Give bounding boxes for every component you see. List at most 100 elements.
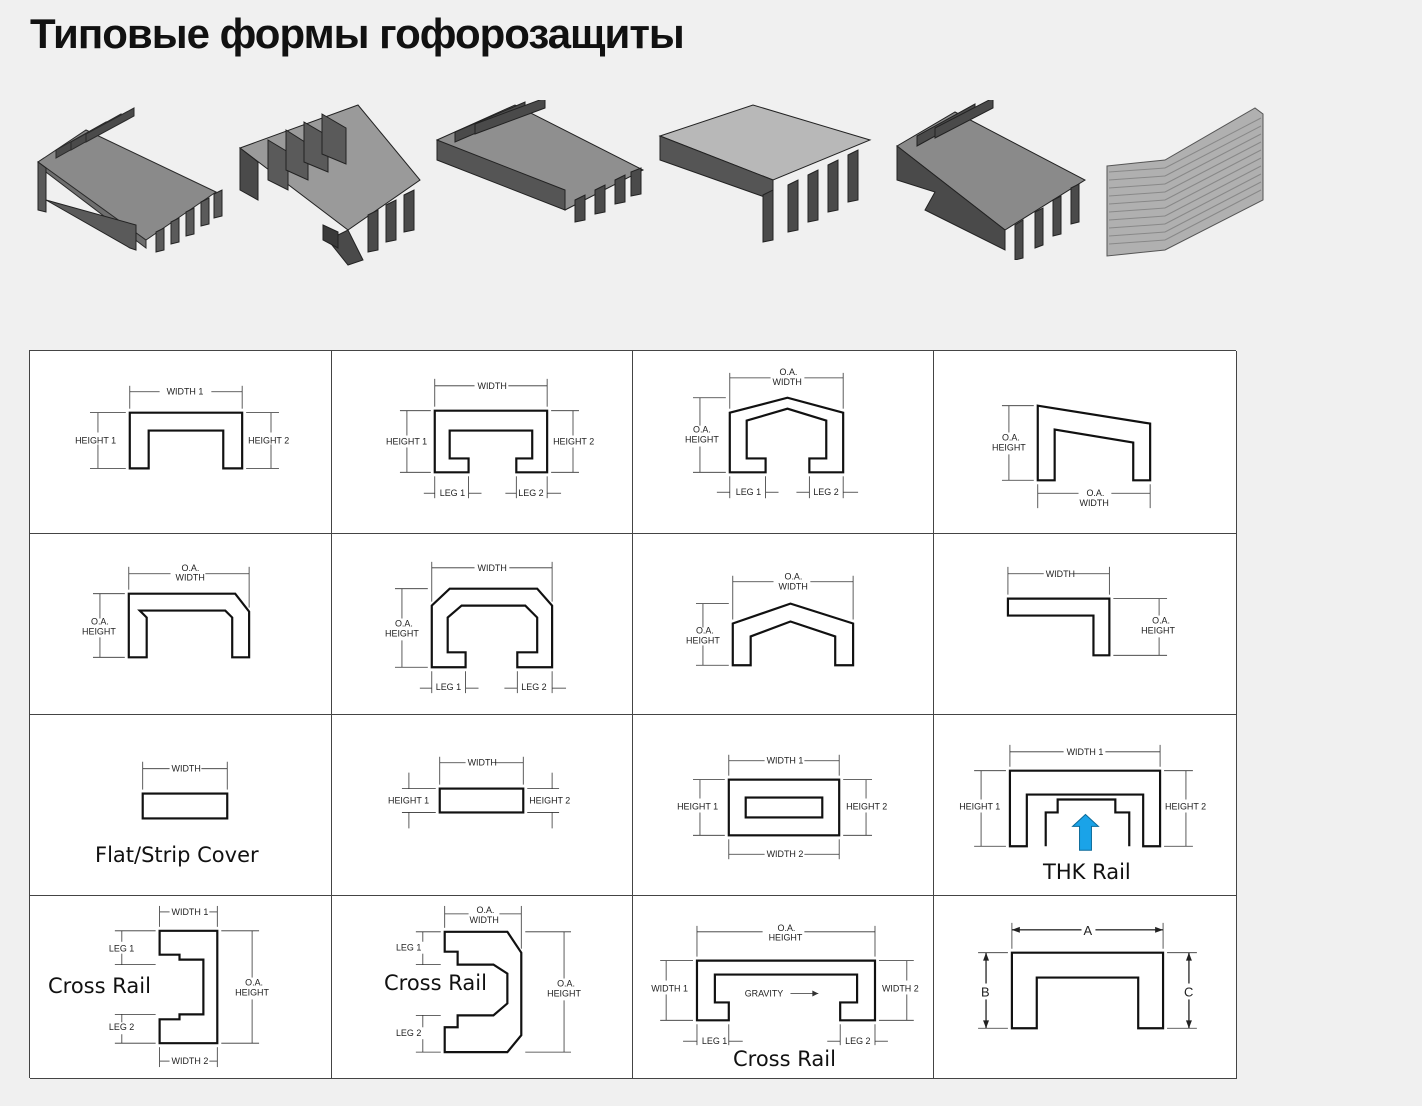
profile-drawing-15: O.A. HEIGHT WIDTH 1 WIDTH 2 GRAVITY LEG … [651, 923, 919, 1046]
profile-cell-15: O.A. HEIGHT WIDTH 1 WIDTH 2 GRAVITY LEG … [633, 896, 934, 1079]
flat-strip-cover-label: Flat/Strip Cover [95, 843, 259, 867]
dim-label: WIDTH [1080, 498, 1109, 508]
dim-label: C [1184, 984, 1193, 999]
profile-cell-9: WIDTH Flat/Strip Cover [30, 715, 332, 896]
profile-drawing-3: O.A. WIDTH O.A. HEIGHT LEG 1 LEG 2 [685, 367, 859, 499]
profile-cell-8: WIDTH O.A. HEIGHT [934, 534, 1237, 715]
profile-cell-6: WIDTH O.A. HEIGHT LEG 1 LEG 2 [332, 534, 633, 715]
dim-label: HEIGHT [1141, 625, 1175, 635]
profile-drawing-14: O.A. WIDTH LEG 1 LEG 2 O.A. HEIGHT [396, 905, 581, 1054]
dim-label: WIDTH 2 [172, 1056, 209, 1066]
cross-rail-label-3: Cross Rail [733, 1047, 836, 1071]
dim-label: A [1084, 923, 1093, 938]
profile-cell-1: WIDTH 1 HEIGHT 1 HEIGHT 2 [30, 351, 332, 534]
dim-label: O.A. [1086, 488, 1104, 498]
dim-label: WIDTH 1 [651, 983, 688, 993]
dim-label: LEG 2 [396, 1028, 421, 1038]
profile-cell-13: WIDTH 1 WIDTH 2 LEG 1 LEG 2 O.A. HEIGHT … [30, 896, 332, 1079]
dim-label: O.A. [1002, 433, 1020, 443]
dim-label: WIDTH [773, 377, 802, 387]
bellows-illustrations [30, 100, 1280, 280]
dim-label: LEG 2 [518, 488, 543, 498]
profile-cell-14: O.A. WIDTH LEG 1 LEG 2 O.A. HEIGHT Cross… [332, 896, 633, 1079]
cross-rail-label-1: Cross Rail [48, 974, 151, 998]
dim-label: HEIGHT [769, 933, 803, 943]
profile-drawing-1: WIDTH 1 HEIGHT 1 HEIGHT 2 [75, 385, 289, 470]
dim-label: WIDTH [470, 915, 499, 925]
dim-label: WIDTH [478, 381, 507, 391]
dim-label: HEIGHT [992, 442, 1026, 452]
dim-label: HEIGHT 2 [248, 435, 289, 445]
profile-drawing-5: O.A. WIDTH O.A. HEIGHT [82, 563, 251, 659]
dim-label: HEIGHT 1 [677, 801, 718, 811]
dim-label: O.A. [557, 979, 575, 989]
dim-label: LEG 2 [521, 682, 546, 692]
dim-label: HEIGHT 2 [1165, 801, 1206, 811]
dim-label: LEG 1 [396, 943, 421, 953]
dim-label: WIDTH 1 [172, 907, 209, 917]
dim-label: WIDTH 1 [767, 756, 804, 766]
profile-cell-12: WIDTH 1 HEIGHT 1 HEIGHT 2 THK Rail [934, 715, 1237, 896]
bellows-image-4 [658, 104, 872, 243]
dim-label: WIDTH 1 [1067, 747, 1104, 757]
profile-cell-7: O.A. WIDTH O.A. HEIGHT [633, 534, 934, 715]
dim-label: WIDTH [176, 573, 205, 583]
profile-drawing-7: O.A. WIDTH O.A. HEIGHT [686, 572, 855, 667]
dim-label: O.A. [778, 923, 796, 933]
dim-label: HEIGHT [235, 987, 269, 997]
dim-label: O.A. [91, 616, 109, 626]
profile-drawing-9: WIDTH [141, 761, 229, 820]
arrow-up-icon [1071, 813, 1100, 851]
profile-cell-2: WIDTH HEIGHT 1 HEIGHT 2 LEG 1 LEG 2 [332, 351, 633, 534]
dim-label: WIDTH [468, 758, 497, 768]
dim-label: HEIGHT [385, 628, 419, 638]
bellows-image-6 [1106, 107, 1264, 257]
dim-label: HEIGHT 1 [388, 796, 429, 806]
dim-label: HEIGHT [685, 434, 719, 444]
dim-label: WIDTH 2 [882, 983, 919, 993]
dim-label: O.A. [181, 563, 199, 573]
profile-drawing-12: WIDTH 1 HEIGHT 1 HEIGHT 2 [959, 744, 1206, 851]
profile-drawing-4: O.A. HEIGHT O.A. WIDTH [992, 404, 1152, 508]
profile-cell-10: WIDTH HEIGHT 1 HEIGHT 2 [332, 715, 633, 896]
profiles-table: WIDTH 1 HEIGHT 1 HEIGHT 2 WIDTH HEIGHT 1… [29, 350, 1237, 1079]
profile-drawing-2: WIDTH HEIGHT 1 HEIGHT 2 LEG 1 LEG 2 [386, 378, 594, 498]
profile-drawing-16: A B C [978, 923, 1197, 1030]
profile-cell-11: WIDTH 1 WIDTH 2 HEIGHT 1 HEIGHT 2 [633, 715, 934, 896]
dim-label: O.A. [696, 625, 714, 635]
dim-label: HEIGHT [547, 988, 581, 998]
dim-label: LEG 1 [736, 487, 761, 497]
bellows-image-1 [37, 107, 223, 253]
dim-label: O.A. [477, 905, 495, 915]
dim-label: LEG 2 [109, 1022, 134, 1032]
profile-drawing-8: WIDTH O.A. HEIGHT [1006, 566, 1175, 657]
profile-cell-16: A B C [934, 896, 1237, 1079]
dim-label: O.A. [395, 618, 413, 628]
dim-label: HEIGHT 2 [846, 801, 887, 811]
bellows-image-2 [238, 104, 421, 266]
dim-label: WIDTH [779, 582, 808, 592]
profile-cell-5: O.A. WIDTH O.A. HEIGHT [30, 534, 332, 715]
dim-label: WIDTH [172, 764, 201, 774]
profile-drawing-10: WIDTH HEIGHT 1 HEIGHT 2 [388, 756, 570, 829]
dim-label: HEIGHT 1 [959, 801, 1000, 811]
dim-label: WIDTH 1 [167, 387, 204, 397]
dim-label: B [981, 984, 990, 999]
thk-rail-label: THK Rail [1043, 860, 1131, 884]
dim-label: O.A. [245, 978, 263, 988]
bellows-image-3 [435, 100, 645, 223]
dim-label: HEIGHT [82, 626, 116, 636]
dim-label: HEIGHT 1 [386, 436, 427, 446]
dim-label: O.A. [693, 425, 711, 435]
profile-drawing-6: WIDTH O.A. HEIGHT LEG 1 LEG 2 [385, 561, 567, 694]
profile-cell-3: O.A. WIDTH O.A. HEIGHT LEG 1 LEG 2 [633, 351, 934, 534]
dim-label: WIDTH [1046, 569, 1075, 579]
dim-label: HEIGHT 1 [75, 435, 116, 445]
bellows-image-5 [896, 100, 1087, 260]
dim-label: O.A. [780, 367, 798, 377]
dim-label: LEG 2 [845, 1036, 870, 1046]
page-title: Типовые формы гофорозащиты [30, 10, 685, 57]
dim-label: WIDTH 2 [767, 849, 804, 859]
dim-label: O.A. [784, 572, 802, 582]
dim-label: HEIGHT 2 [553, 436, 594, 446]
